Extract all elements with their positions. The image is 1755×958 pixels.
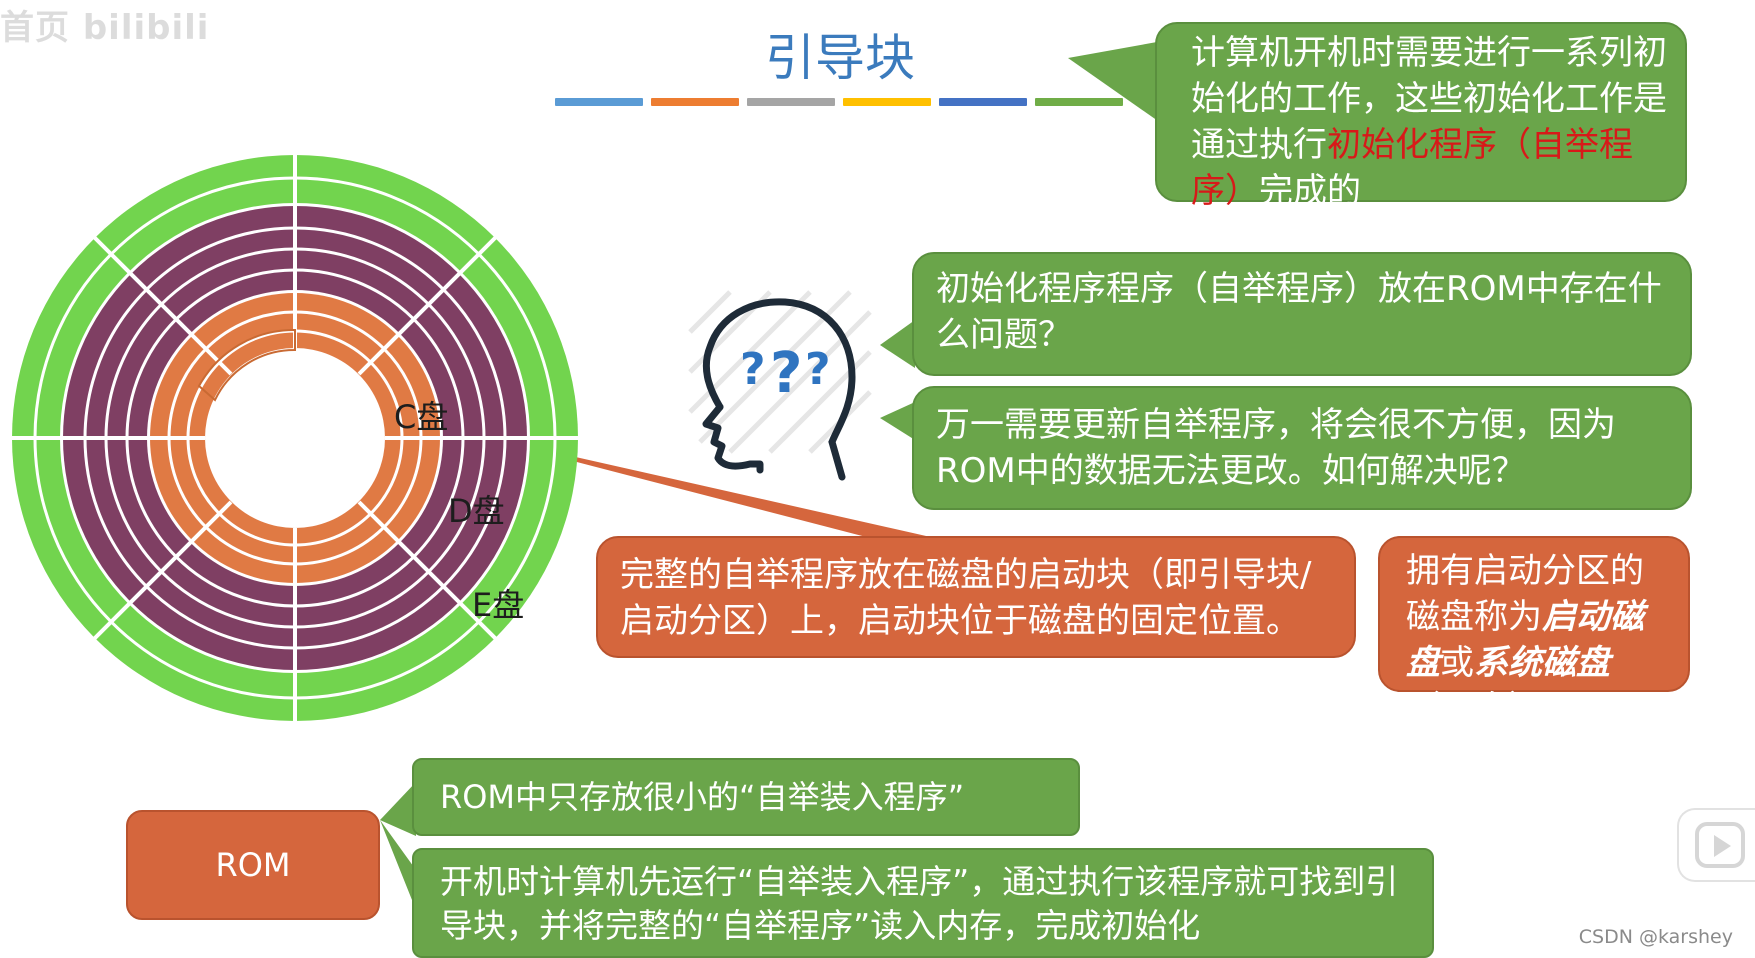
disk-label-c: C盘 xyxy=(394,392,448,438)
boot-block-text: 完整的自举程序放在磁盘的启动块（即引导块/启动分区）上，启动块位于磁盘的固定位置… xyxy=(620,555,1311,641)
question-bubble: 初始化程序程序（自举程序）放在ROM中存在什么问题？ xyxy=(912,252,1692,376)
svg-text:?: ? xyxy=(770,341,802,406)
boot-disk-or: 或 xyxy=(1440,643,1474,683)
rom-note-text: ROM中只存放很小的“自举装入程序” xyxy=(440,778,964,816)
rom-box: ROM xyxy=(126,810,380,920)
boot-disk-suffix: （C:盘） xyxy=(1406,689,1543,729)
bootloader-bubble: 开机时计算机先运行“自举装入程序”，通过执行该程序就可找到引导块，并将完整的“自… xyxy=(412,848,1434,958)
bootloader-text: 开机时计算机先运行“自举装入程序”，通过执行该程序就可找到引导块，并将完整的“自… xyxy=(440,862,1398,945)
system-disk-term: 系统磁盘 xyxy=(1474,643,1610,683)
play-icon xyxy=(1679,810,1755,882)
play-button[interactable] xyxy=(1677,808,1755,882)
problem-text: 万一需要更新自举程序，将会很不方便，因为ROM中的数据无法更改。如何解决呢？ xyxy=(936,405,1616,491)
footer-credit: CSDN @karshey xyxy=(1579,926,1733,948)
disk-label-e: E盘 xyxy=(472,580,524,626)
rom-note-bubble: ROM中只存放很小的“自举装入程序” xyxy=(412,758,1080,836)
rom-label: ROM xyxy=(215,842,290,888)
intro-text-end: 完成的 xyxy=(1259,171,1361,211)
bubble-tail xyxy=(880,320,915,368)
svg-text:?: ? xyxy=(805,344,831,395)
svg-text:?: ? xyxy=(740,344,766,395)
bubble-tail xyxy=(1068,40,1168,128)
intro-bubble: 计算机开机时需要进行一系列初始化的工作，这些初始化工作是通过执行初始化程序（自举… xyxy=(1155,22,1687,202)
boot-block-bubble: 完整的自举程序放在磁盘的启动块（即引导块/启动分区）上，启动块位于磁盘的固定位置… xyxy=(596,536,1356,658)
question-text: 初始化程序程序（自举程序）放在ROM中存在什么问题？ xyxy=(936,269,1662,355)
bubble-tail xyxy=(880,402,915,440)
head-question-icon: ? ? ? xyxy=(690,292,870,477)
disk-label-d: D盘 xyxy=(448,486,505,532)
problem-bubble: 万一需要更新自举程序，将会很不方便，因为ROM中的数据无法更改。如何解决呢？ xyxy=(912,386,1692,510)
disk-diagram xyxy=(10,153,580,723)
boot-disk-bubble: 拥有启动分区的磁盘称为启动磁盘或系统磁盘（C:盘） xyxy=(1378,536,1690,692)
